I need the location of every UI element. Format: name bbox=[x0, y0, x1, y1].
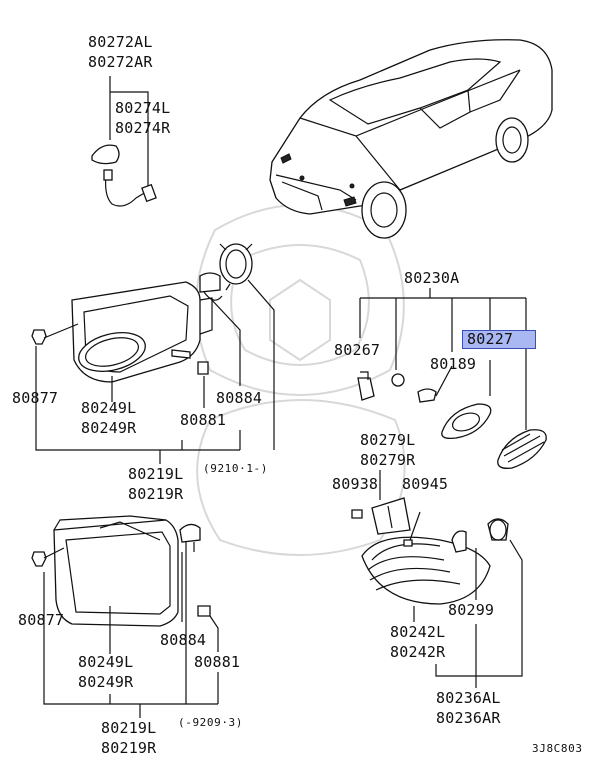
part-label-80219r-lower[interactable]: 80219R bbox=[101, 739, 157, 757]
rear-combination-lamp bbox=[351, 470, 523, 688]
part-label-80267[interactable]: 80267 bbox=[334, 341, 381, 359]
part-label-80227-highlighted[interactable]: 80227 bbox=[462, 330, 536, 349]
part-label-80272ar[interactable]: 80272AR bbox=[88, 53, 153, 71]
part-label-80881-upper[interactable]: 80881 bbox=[180, 411, 227, 429]
part-label-80938[interactable]: 80938 bbox=[332, 475, 379, 493]
part-label-80219r-upper[interactable]: 80219R bbox=[128, 485, 184, 503]
part-label-80279l[interactable]: 80279L bbox=[360, 431, 416, 449]
part-label-80242l[interactable]: 80242L bbox=[390, 623, 446, 641]
part-label-80274l[interactable]: 80274L bbox=[115, 99, 171, 117]
diagram-code: 3J8C803 bbox=[532, 742, 583, 755]
date-range-upper: (9210·1-) bbox=[203, 462, 269, 475]
date-range-lower: (-9209·3) bbox=[178, 716, 244, 729]
part-label-80236ar[interactable]: 80236AR bbox=[436, 709, 501, 727]
part-label-80274r[interactable]: 80274R bbox=[115, 119, 171, 137]
part-label-80272al[interactable]: 80272AL bbox=[88, 33, 153, 51]
part-label-80881-lower[interactable]: 80881 bbox=[194, 653, 241, 671]
marker-lamp-assembly bbox=[357, 288, 547, 469]
lower-fog-lamp bbox=[31, 515, 219, 718]
part-label-80249r-upper[interactable]: 80249R bbox=[81, 419, 137, 437]
part-label-80249r-lower[interactable]: 80249R bbox=[78, 673, 134, 691]
part-label-80945[interactable]: 80945 bbox=[402, 475, 449, 493]
part-label-80249l-lower[interactable]: 80249L bbox=[78, 653, 134, 671]
part-label-80279r[interactable]: 80279R bbox=[360, 451, 416, 469]
part-label-80884-lower[interactable]: 80884 bbox=[160, 631, 207, 649]
part-label-80877-lower[interactable]: 80877 bbox=[18, 611, 65, 629]
part-label-80189[interactable]: 80189 bbox=[430, 355, 477, 373]
part-label-80219l-upper[interactable]: 80219L bbox=[128, 465, 184, 483]
part-label-80236al[interactable]: 80236AL bbox=[436, 689, 501, 707]
upper-fog-lamp bbox=[31, 243, 275, 464]
part-label-80249l-upper[interactable]: 80249L bbox=[81, 399, 137, 417]
part-label-80242r[interactable]: 80242R bbox=[390, 643, 446, 661]
part-label-80877-upper[interactable]: 80877 bbox=[12, 389, 59, 407]
car-illustration bbox=[269, 39, 553, 239]
part-label-80219l-lower[interactable]: 80219L bbox=[101, 719, 157, 737]
part-label-80299[interactable]: 80299 bbox=[448, 601, 495, 619]
part-label-80230a[interactable]: 80230A bbox=[404, 269, 460, 287]
side-marker-assembly bbox=[91, 76, 157, 207]
part-label-80884-upper[interactable]: 80884 bbox=[216, 389, 263, 407]
